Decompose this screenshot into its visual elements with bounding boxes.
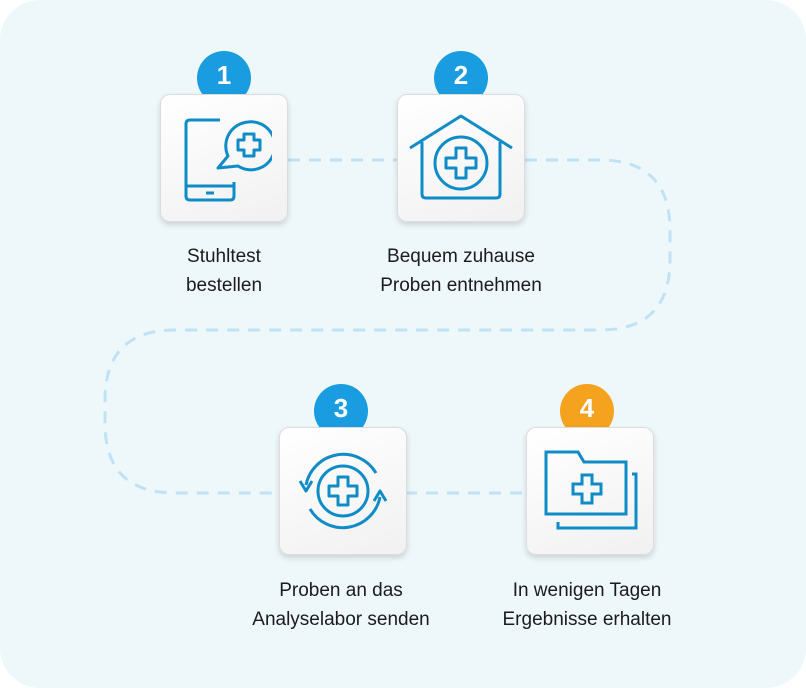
step-1-label-line2: bestellen [185, 275, 263, 296]
phone-medical-chat-icon [184, 118, 272, 202]
medical-folder-icon [544, 450, 638, 530]
step-2-label: Bequem zuhause Proben entnehmen [331, 242, 591, 300]
medical-cycle-icon [298, 452, 388, 530]
step-3-label: Proben an das Analyselabor senden [211, 576, 471, 634]
step-2-card [397, 94, 525, 222]
step-1-label: Stuhltest bestellen [94, 242, 354, 300]
step-4-label-line1: In wenigen Tagen [512, 580, 662, 601]
step-3-card [279, 427, 407, 555]
step-2-label-line2: Proben entnehmen [380, 275, 542, 296]
step-3-label-line2: Analyselabor senden [252, 609, 430, 630]
step-3-label-line1: Proben an das [279, 580, 403, 601]
step-1-card [160, 94, 288, 222]
step-2-label-line1: Bequem zuhause [387, 246, 535, 267]
step-4-label: In wenigen Tagen Ergebnisse erhalten [457, 576, 717, 634]
step-1-label-line1: Stuhltest [187, 246, 261, 267]
house-medical-icon [409, 114, 513, 200]
step-4-card [526, 427, 654, 555]
step-4-label-line2: Ergebnisse erhalten [502, 609, 672, 630]
